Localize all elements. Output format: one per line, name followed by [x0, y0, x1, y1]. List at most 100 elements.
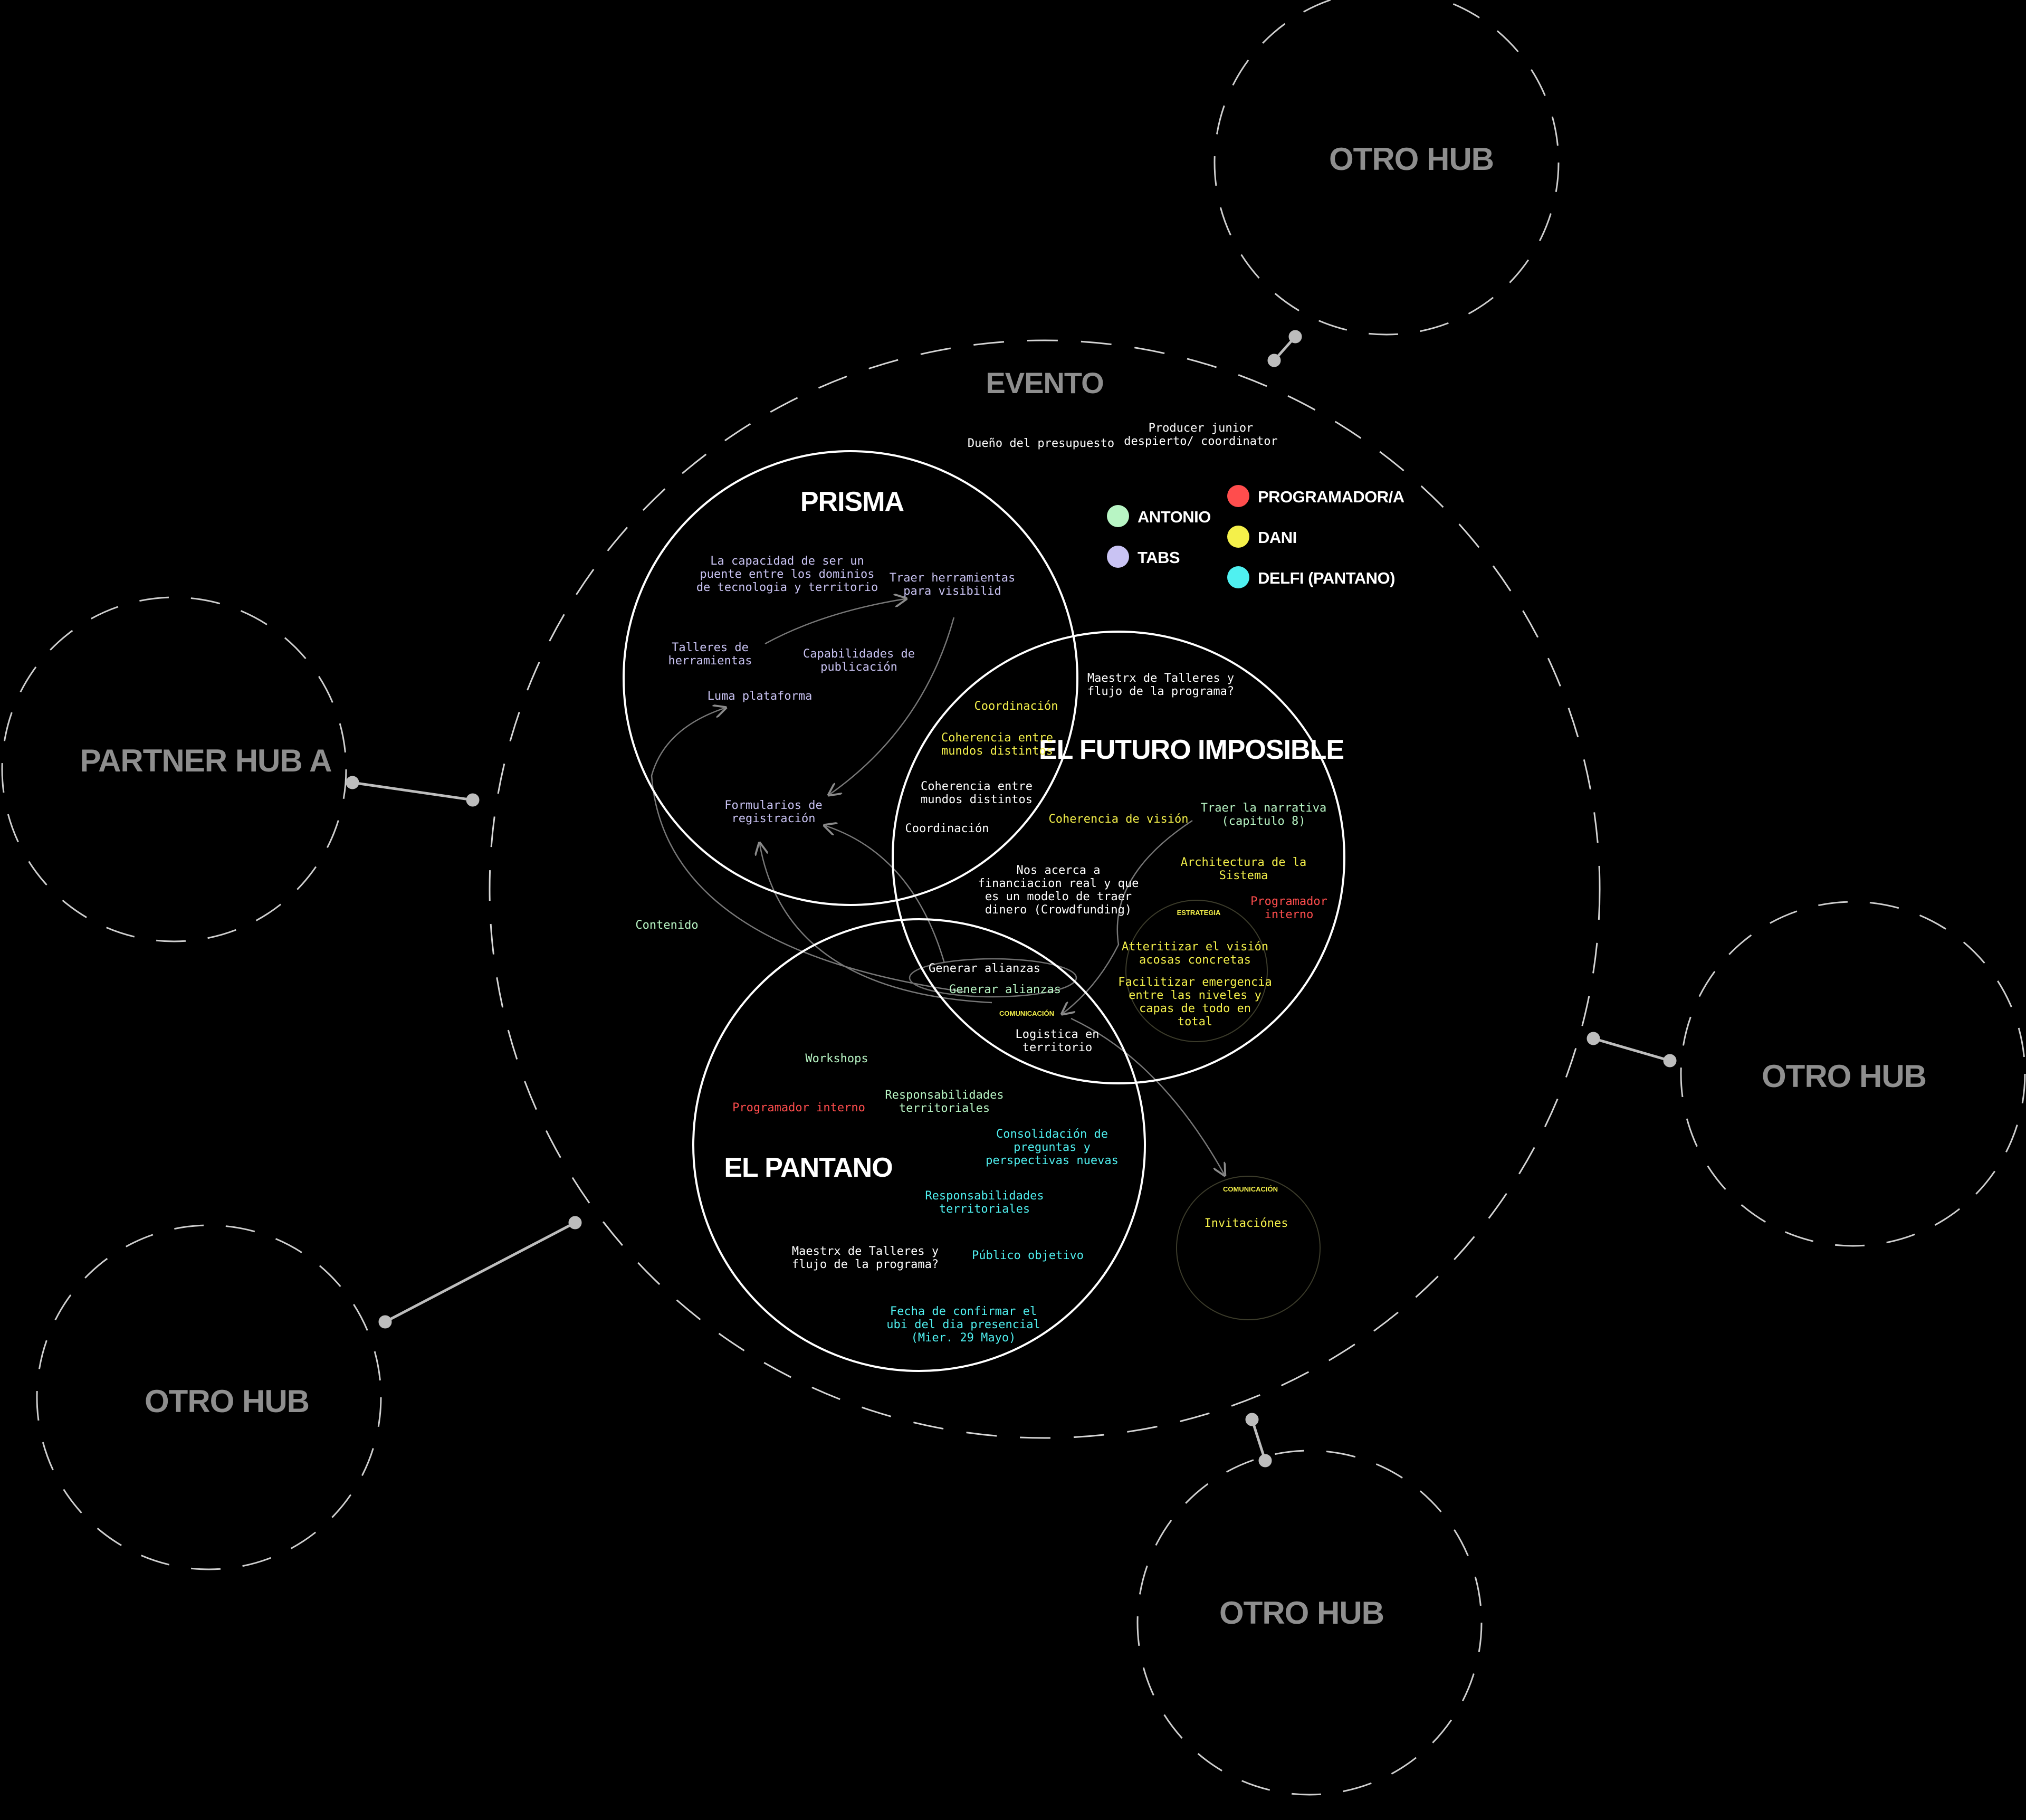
estrategia-label: ESTRATEGIA: [1177, 909, 1221, 917]
comunicacion-note-invitaciones: Invitaciónes: [1205, 1217, 1288, 1230]
legend-dot: [1227, 526, 1249, 548]
estrategia-note-facilitar: capas de todo en: [1139, 1002, 1251, 1015]
pantano-note-workshops: Workshops: [805, 1052, 868, 1065]
legend-dot: [1107, 546, 1129, 568]
futuro-note-narrativa: (capitulo 8): [1222, 815, 1306, 828]
legend-item-antonio[interactable]: ANTONIO: [1107, 505, 1211, 527]
futuro-note-coordinacion-white: Coordinación: [905, 822, 989, 835]
estrategia-note-facilitar: total: [1178, 1015, 1212, 1028]
pantano-note-responsabilidades: Responsabilidades: [885, 1089, 1004, 1102]
legend-label: PROGRAMADOR/A: [1258, 488, 1404, 506]
prisma-note-formularios: Formularios de: [724, 799, 822, 812]
prisma-note-formularios: registración: [732, 812, 816, 825]
legend-item-tabs[interactable]: TABS: [1107, 546, 1180, 568]
prisma-note-capabilidades: publicación: [820, 661, 897, 674]
futuro-note-financiacion: financiacion real y que: [978, 877, 1139, 890]
hub-otro-right[interactable]: OTRO HUB: [1680, 901, 2026, 1247]
pantano-note-fecha: ubi del dia presencial: [886, 1318, 1040, 1331]
prisma-note-herramientas: Traer herramientas: [890, 571, 1015, 585]
center-note-logistica: territorio: [1022, 1041, 1092, 1054]
prisma-circle[interactable]: PRISMA La capacidad de ser un puente ent…: [623, 450, 1078, 906]
legend-label: TABS: [1138, 548, 1180, 567]
prisma-note-herramientas: para visibilid: [903, 585, 1001, 598]
pantano-note-consolidacion: perspectivas nuevas: [986, 1154, 1119, 1167]
budget-owner-note: Dueño del presupuesto: [968, 437, 1114, 450]
pantano-note-consolidacion: Consolidación de: [996, 1128, 1108, 1141]
pantano-note-programador: Programador interno: [732, 1101, 865, 1114]
futuro-note-maestrx: flujo de la programa?: [1087, 685, 1234, 698]
pantano-note-consolidacion: preguntas y: [1014, 1141, 1091, 1154]
futuro-note-arquitectura: Architectura de la: [1181, 856, 1306, 869]
hub-otro-top-right[interactable]: OTRO HUB: [1213, 0, 1560, 336]
futuro-note-maestrx: Maestrx de Talleres y: [1087, 672, 1234, 685]
futuro-note-financiacion: Nos acerca a: [1017, 864, 1101, 877]
evento-note-contenido: Contenido: [635, 919, 698, 932]
hub-title: OTRO HUB: [1762, 1059, 1926, 1094]
center-note-alianzas: Generar alianzas: [929, 962, 1040, 975]
hub-partner-left[interactable]: PARTNER HUB A: [1, 596, 347, 942]
prisma-note-luma: Luma plataforma: [708, 690, 813, 703]
pantano-note-fecha: Fecha de confirmar el: [890, 1305, 1037, 1318]
estrategia-circle[interactable]: ESTRATEGIA Atteritizar el visión acosas …: [1118, 900, 1272, 1042]
prisma-note-capabilidades: Capabilidades de: [803, 647, 915, 661]
comunicacion-circle[interactable]: COMUNICACIÓN Invitaciónes: [1176, 1176, 1321, 1320]
legend-dot: [1107, 505, 1129, 527]
futuro-note-coherencia: mundos distintos: [941, 745, 1053, 758]
futuro-note-coherencia-white: mundos distintos: [921, 793, 1033, 806]
prisma-note-talleres: herramientas: [668, 654, 752, 668]
hub-title: OTRO HUB: [1219, 1595, 1384, 1631]
hub-otro-bottom-left[interactable]: OTRO HUB: [36, 1224, 382, 1570]
producer-note-line2: despierto/ coordinator: [1124, 435, 1277, 448]
pantano-note-maestrx: Maestrx de Talleres y: [792, 1245, 939, 1258]
pantano-note-fecha: (Mier. 29 Mayo): [911, 1331, 1016, 1345]
pantano-title: EL PANTANO: [724, 1152, 892, 1183]
estrategia-note-aterritizar: Atteritizar el visión: [1122, 940, 1268, 954]
center-comunicacion-label: COMUNICACIÓN: [999, 1009, 1054, 1017]
legend-label: DANI: [1258, 528, 1297, 547]
center-note-alianzas-green: Generar alianzas: [949, 983, 1061, 996]
futuro-note-financiacion: es un modelo de traer: [985, 890, 1132, 903]
hub-title: PARTNER HUB A: [80, 743, 332, 778]
center-note-logistica: Logistica en: [1016, 1028, 1100, 1041]
futuro-imposible-circle[interactable]: EL FUTURO IMPOSIBLE Maestrx de Talleres …: [892, 631, 1345, 1084]
hub-title: OTRO HUB: [145, 1384, 309, 1419]
prisma-note-talleres: Talleres de: [672, 641, 749, 654]
estrategia-note-facilitar: entre las niveles y: [1129, 989, 1262, 1002]
el-pantano-circle[interactable]: EL PANTANO Workshops Programador interno…: [692, 918, 1146, 1372]
connectors: [346, 330, 1677, 1468]
pantano-note-responsabilidades-cyan: territoriales: [939, 1203, 1030, 1216]
legend-label: ANTONIO: [1138, 508, 1211, 526]
pantano-note-responsabilidades-cyan: Responsabilidades: [925, 1189, 1044, 1203]
futuro-title: EL FUTURO IMPOSIBLE: [1039, 735, 1344, 765]
legend-label: DELFI (PANTANO): [1258, 569, 1395, 587]
futuro-note-programador: Programador: [1250, 895, 1327, 908]
prisma-note-puente: La capacidad de ser un: [710, 555, 864, 568]
futuro-note-arquitectura: Sistema: [1219, 869, 1268, 882]
estrategia-note-aterritizar: acosas concretas: [1139, 954, 1251, 967]
futuro-note-programador: interno: [1265, 908, 1314, 921]
futuro-note-coherencia-white: Coherencia entre: [921, 780, 1033, 793]
legend: ANTONIO TABS PROGRAMADOR/A DANI DELFI (P…: [1107, 485, 1404, 588]
futuro-note-coordinacion: Coordinación: [974, 700, 1058, 713]
legend-item-programador[interactable]: PROGRAMADOR/A: [1227, 485, 1404, 507]
pantano-note-maestrx: flujo de la programa?: [792, 1258, 939, 1271]
hub-otro-bottom[interactable]: OTRO HUB: [1136, 1450, 1483, 1796]
legend-item-delfi[interactable]: DELFI (PANTANO): [1227, 566, 1395, 588]
prisma-title: PRISMA: [800, 487, 904, 517]
hub-title: OTRO HUB: [1329, 141, 1494, 177]
futuro-note-financiacion: dinero (Crowdfunding): [985, 903, 1132, 917]
futuro-note-coherencia: Coherencia entre: [941, 731, 1053, 745]
futuro-note-narrativa: Traer la narrativa: [1201, 802, 1326, 815]
legend-dot: [1227, 485, 1249, 507]
legend-item-dani[interactable]: DANI: [1227, 526, 1297, 548]
prisma-note-puente: puente entre los dominios: [700, 568, 874, 581]
legend-dot: [1227, 566, 1249, 588]
estrategia-note-facilitar: Facilitizar emergencia: [1118, 976, 1272, 989]
center-notes: Generar alianzas Generar alianzas Logist…: [635, 919, 1099, 1054]
prisma-note-puente: de tecnologia y territorio: [696, 581, 878, 594]
evento-area[interactable]: EVENTO Dueño del presupuesto Producer ju…: [489, 339, 1601, 1439]
pantano-note-publico: Público objetivo: [972, 1249, 1084, 1262]
futuro-note-vision: Coherencia de visión: [1049, 813, 1189, 826]
